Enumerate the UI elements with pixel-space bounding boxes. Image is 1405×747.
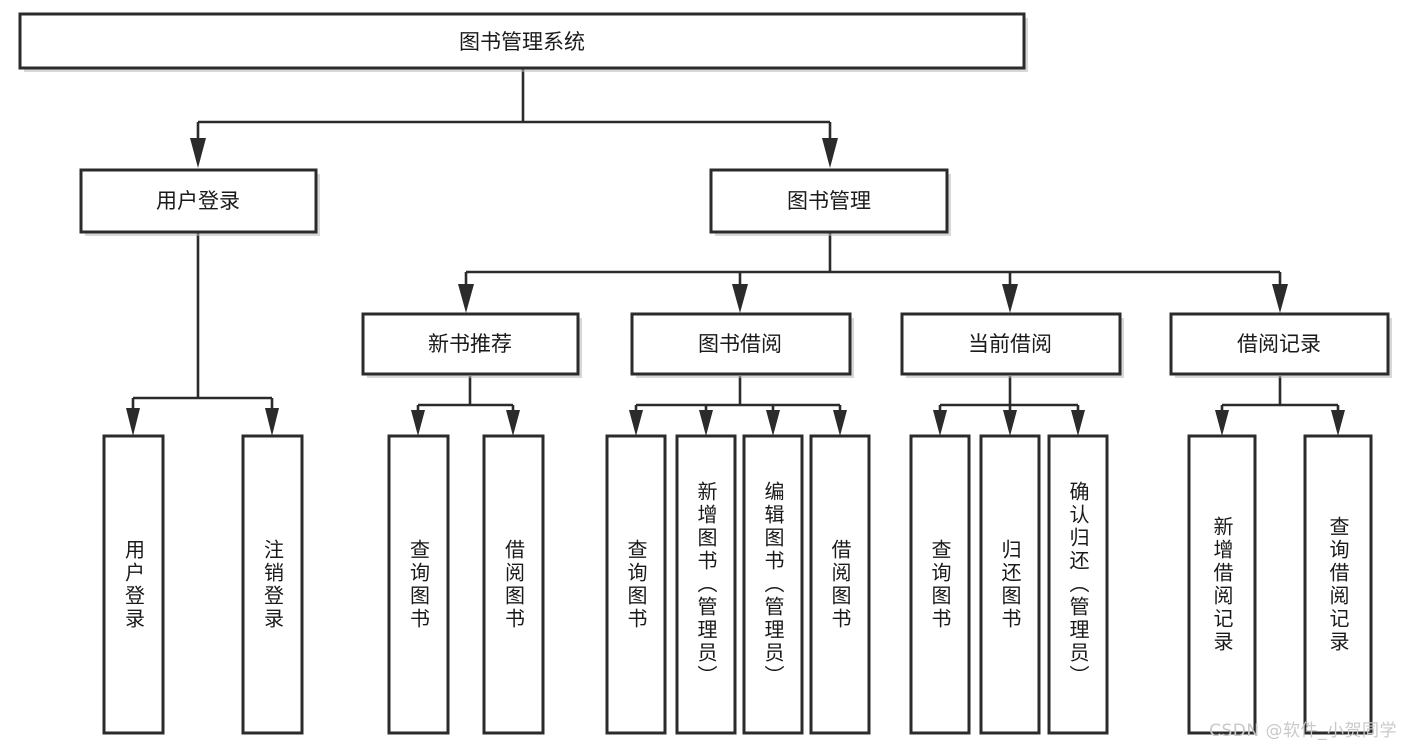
leaf-box-current-borrow-0[interactable] xyxy=(909,434,971,735)
arrow-head-book-mgmt xyxy=(822,138,838,168)
node-book-management[interactable]: 图书管理 xyxy=(709,168,951,236)
arrow-head-borrow-record xyxy=(1272,284,1288,313)
node-book-management-label: 图书管理 xyxy=(787,189,871,213)
node-book-borrow[interactable]: 图书借阅 xyxy=(630,312,854,378)
node-new-book-recommend-rect xyxy=(361,312,580,376)
leaf-box-user-login-1[interactable] xyxy=(241,434,304,735)
leaf-box-book-borrow-0[interactable] xyxy=(605,434,667,735)
node-book-borrow-rect xyxy=(630,312,852,376)
leaf-group-borrow-record xyxy=(1187,434,1373,735)
arrow-head-book-borrow xyxy=(732,284,748,313)
node-borrow-record-rect xyxy=(1169,312,1390,376)
arrow-head-br-leaf-1 xyxy=(1215,410,1229,436)
node-current-borrow[interactable]: 当前借阅 xyxy=(900,312,1124,378)
arrow-head-br-leaf-2 xyxy=(1331,410,1345,436)
leaf-box-book-borrow-3[interactable] xyxy=(809,434,871,735)
leaf-box-new-book-0[interactable] xyxy=(387,434,450,735)
node-borrow-record-label: 借阅记录 xyxy=(1237,332,1321,356)
node-root-label: 图书管理系统 xyxy=(459,30,585,54)
node-user-login-label: 用户登录 xyxy=(156,189,240,213)
node-current-borrow-rect xyxy=(900,312,1122,376)
arrow-head-cb-leaf-1 xyxy=(933,410,947,436)
node-new-book-recommend[interactable]: 新书推荐 xyxy=(361,312,582,378)
leaf-group-book-borrow xyxy=(605,434,871,735)
node-current-borrow-label: 当前借阅 xyxy=(968,332,1052,356)
leaf-box-current-borrow-2[interactable] xyxy=(1047,434,1109,735)
arrow-head-ul-leaf-2 xyxy=(265,408,279,436)
leaf-box-new-book-1[interactable] xyxy=(482,434,545,735)
edge-group-book-borrow xyxy=(629,376,847,436)
leaf-box-borrow-record-0[interactable] xyxy=(1187,434,1257,735)
arrow-head-nb-leaf-2 xyxy=(506,410,520,436)
leaf-group-current-borrow xyxy=(909,434,1109,735)
edge-group-borrow-record xyxy=(1215,376,1345,436)
leaf-group-new-book-recommend xyxy=(387,434,545,735)
node-book-management-rect xyxy=(709,168,949,234)
arrow-head-cb-leaf-2 xyxy=(1003,410,1017,436)
node-new-book-recommend-label: 新书推荐 xyxy=(428,332,512,356)
node-book-borrow-label: 图书借阅 xyxy=(698,332,782,356)
node-user-login-rect xyxy=(79,168,318,234)
leaf-box-book-borrow-1[interactable] xyxy=(675,434,737,735)
node-root-rect xyxy=(18,12,1026,70)
arrow-head-bb-leaf-1 xyxy=(629,410,643,436)
node-user-login[interactable]: 用户登录 xyxy=(79,168,320,236)
leaf-group-user-login xyxy=(102,434,304,735)
arrow-head-ul-leaf-1 xyxy=(126,408,140,436)
edge-group-current-borrow xyxy=(933,376,1085,436)
leaf-box-current-borrow-1[interactable] xyxy=(979,434,1041,735)
arrow-head-user-login xyxy=(190,138,206,168)
arrow-head-new-book xyxy=(458,284,474,313)
node-borrow-record[interactable]: 借阅记录 xyxy=(1169,312,1392,378)
arrow-head-bb-leaf-3 xyxy=(766,410,780,436)
node-root-system[interactable]: 图书管理系统 xyxy=(18,12,1028,72)
arrow-head-nb-leaf-1 xyxy=(411,410,425,436)
arrow-head-bb-leaf-4 xyxy=(833,410,847,436)
arrow-head-cb-leaf-3 xyxy=(1071,410,1085,436)
leaf-box-user-login-0[interactable] xyxy=(102,434,165,735)
arrow-head-bb-leaf-2 xyxy=(699,410,713,436)
edge-group-new-book xyxy=(411,376,520,436)
edge-group-user-login xyxy=(126,232,279,436)
edge-group-root xyxy=(190,68,838,168)
leaf-box-book-borrow-2[interactable] xyxy=(742,434,804,735)
arrow-head-current-borrow xyxy=(1002,284,1018,313)
edge-group-book-mgmt xyxy=(458,232,1288,313)
leaf-box-borrow-record-1[interactable] xyxy=(1303,434,1373,735)
